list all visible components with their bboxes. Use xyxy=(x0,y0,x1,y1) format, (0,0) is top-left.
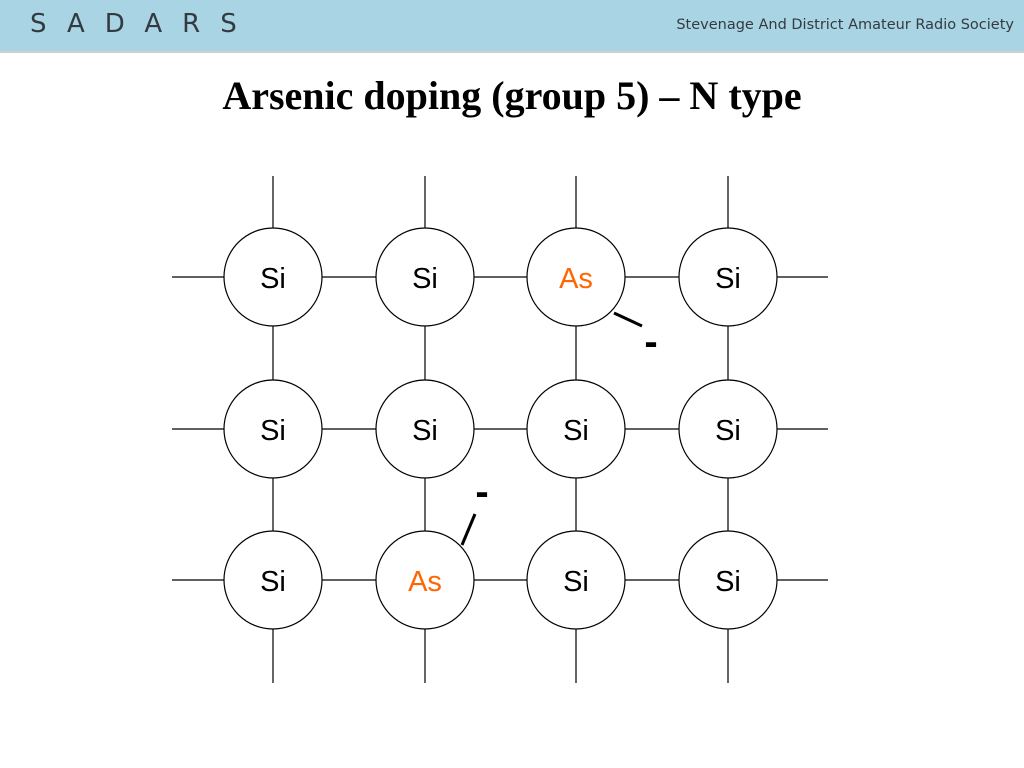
header-banner: SADARS Stevenage And District Amateur Ra… xyxy=(0,0,1024,53)
atom-label: Si xyxy=(563,566,589,598)
society-name: Stevenage And District Amateur Radio Soc… xyxy=(676,17,1014,33)
extra-bond-stub xyxy=(613,311,643,328)
atom-label: Si xyxy=(260,566,286,598)
atom-label: Si xyxy=(260,263,286,295)
atom-circle xyxy=(678,227,778,327)
atom-label: Si xyxy=(412,263,438,295)
atom-circle xyxy=(223,227,323,327)
atom-circle xyxy=(375,227,475,327)
atom-circle xyxy=(678,379,778,479)
atom-label: As xyxy=(408,566,442,598)
extra-bond-stub xyxy=(460,513,477,546)
sadars-logo: SADARS xyxy=(30,9,257,39)
atom-circle xyxy=(223,379,323,479)
free-electron-sign: - xyxy=(475,470,488,514)
atom-label: As xyxy=(559,263,593,295)
atom-label: Si xyxy=(412,415,438,447)
slide-title: Arsenic doping (group 5) – N type xyxy=(222,73,802,118)
atom-label: Si xyxy=(563,415,589,447)
free-electron-sign: - xyxy=(644,320,657,364)
atom-circle xyxy=(223,530,323,630)
atom-label: Si xyxy=(715,566,741,598)
atom-label: Si xyxy=(715,263,741,295)
atom-label: Si xyxy=(715,415,741,447)
atom-label: Si xyxy=(260,415,286,447)
atom-circle xyxy=(375,379,475,479)
atom-circle xyxy=(526,379,626,479)
atom-circle xyxy=(678,530,778,630)
atom-circle xyxy=(526,530,626,630)
atom-circle xyxy=(526,227,626,327)
atom-circle xyxy=(375,530,475,630)
